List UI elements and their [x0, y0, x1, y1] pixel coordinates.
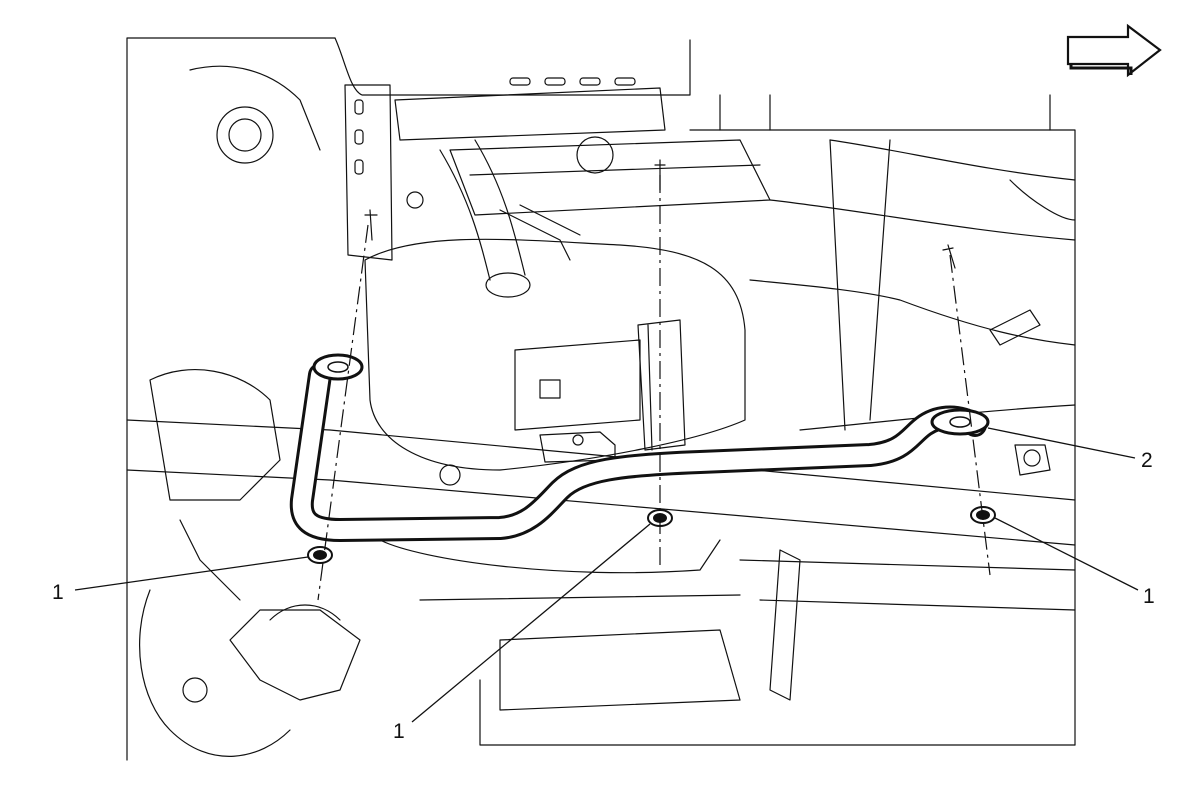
center-bracket	[539, 319, 686, 463]
bolts	[364, 159, 956, 269]
callout-2-exhaust-pipe: 2	[1141, 449, 1153, 472]
callout-1-center-insulator: 1	[393, 720, 405, 743]
insulators	[307, 506, 996, 564]
insulator-left	[307, 546, 333, 564]
rear-panel	[749, 139, 1076, 431]
leader-lines	[74, 427, 1139, 723]
filler-hose	[439, 139, 581, 298]
callout-1-left-insulator: 1	[52, 581, 64, 604]
exhaust-pipe	[289, 353, 990, 542]
arrow-right-outline-icon	[1066, 23, 1162, 78]
body-frame-outline	[126, 37, 1076, 761]
left-suspension	[139, 65, 361, 757]
crossmember-bracket	[344, 77, 771, 261]
lower-rail	[499, 444, 1076, 711]
callout-1-right-insulator: 1	[1143, 585, 1155, 608]
alignment-lines	[317, 175, 991, 601]
fuel-tank	[364, 238, 746, 601]
